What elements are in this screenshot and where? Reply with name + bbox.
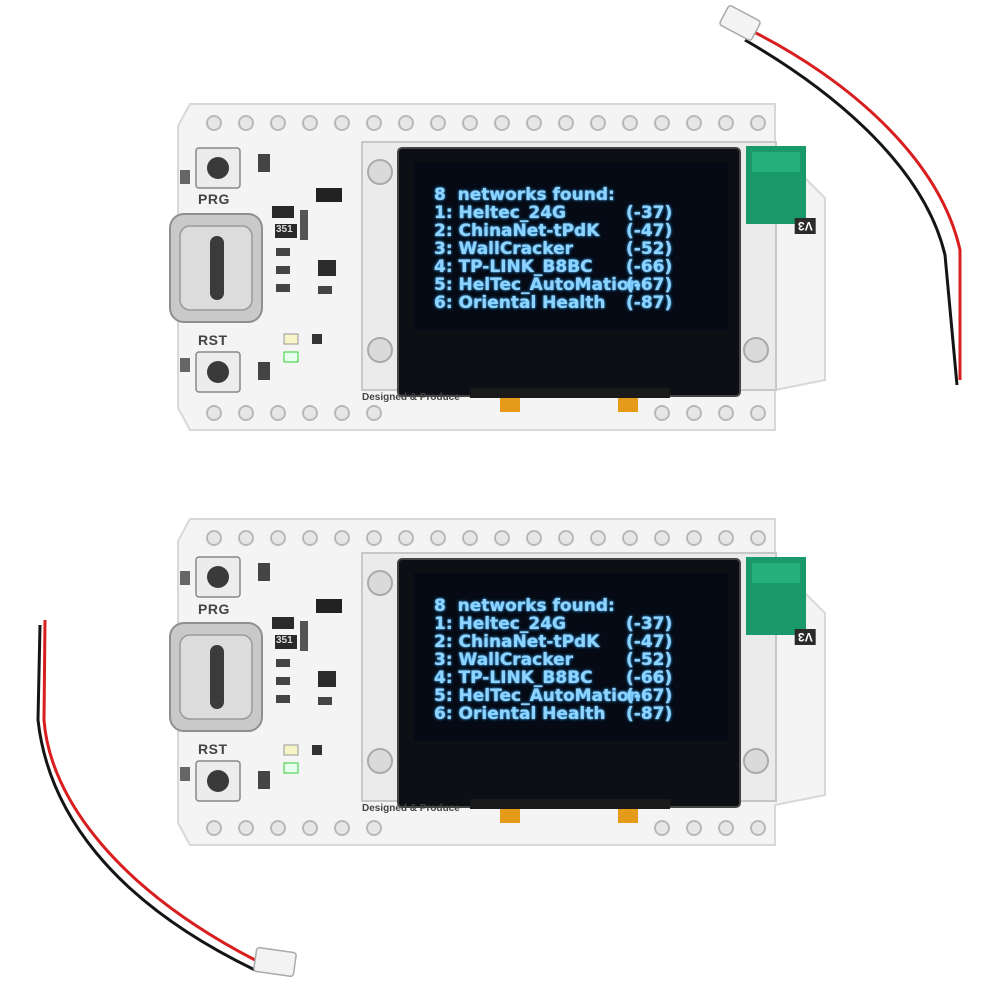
oled-row: 5: HelTec_AutoMation (-67)	[434, 276, 744, 294]
oled-row-value: (-47)	[626, 221, 673, 241]
oled-row-value: (-52)	[626, 650, 673, 670]
oled-row: 4: TP-LINK_B8BC (-66)	[434, 669, 744, 687]
chip-marking: 351	[276, 224, 293, 235]
oled-row-label: 3: WallCracker	[434, 650, 573, 670]
board-bottom: PRG RST 351 Designed & Produce V3 8 netw…	[0, 505, 1001, 985]
oled-row: 1: Heltec_24G (-37)	[434, 615, 744, 633]
oled-row-label: 4: TP-LINK_B8BC	[434, 257, 593, 277]
oled-row-label: 4: TP-LINK_B8BC	[434, 668, 593, 688]
oled-row-label: 5: HelTec_AutoMation	[434, 275, 641, 295]
rst-label: RST	[198, 332, 228, 348]
oled-row: 3: WallCracker (-52)	[434, 240, 744, 258]
oled-row-label: 6: Oriental Health	[434, 293, 606, 313]
oled-row-value: (-87)	[626, 293, 673, 313]
oled-row: 2: ChinaNet-tPdK (-47)	[434, 222, 744, 240]
oled-row-value: (-67)	[626, 686, 673, 706]
oled-row-value: (-66)	[626, 257, 673, 277]
board-top-art	[169, 103, 826, 431]
oled-row-label: 1: Heltec_24G	[434, 203, 566, 223]
board-top: PRG RST 351 Designed & Produce V3 8 netw…	[0, 90, 1001, 570]
oled-row-value: (-52)	[626, 239, 673, 259]
oled-row-label: 2: ChinaNet-tPdK	[434, 632, 600, 652]
oled-row-label: 2: ChinaNet-tPdK	[434, 221, 600, 241]
oled-row-value: (-37)	[626, 203, 673, 223]
board-bottom-art	[169, 518, 826, 846]
oled-row: 6: Oriental Health (-87)	[434, 705, 744, 723]
oled-row: 5: HelTec_AutoMation (-67)	[434, 687, 744, 705]
oled-row-value: (-47)	[626, 632, 673, 652]
oled-row-value: (-66)	[626, 668, 673, 688]
oled-row: 3: WallCracker (-52)	[434, 651, 744, 669]
oled-row-value: (-87)	[626, 704, 673, 724]
oled-title: 8 networks found:	[434, 596, 615, 616]
prg-label: PRG	[198, 601, 230, 617]
oled-row: 4: TP-LINK_B8BC (-66)	[434, 258, 744, 276]
chip-marking: 351	[276, 635, 293, 646]
oled-row: 6: Oriental Health (-87)	[434, 294, 744, 312]
oled-row-value: (-67)	[626, 275, 673, 295]
rst-label: RST	[198, 741, 228, 757]
oled-row-label: 5: HelTec_AutoMation	[434, 686, 641, 706]
oled-row-label: 3: WallCracker	[434, 239, 573, 259]
oled-row-label: 1: Heltec_24G	[434, 614, 566, 634]
oled-row: 2: ChinaNet-tPdK (-47)	[434, 633, 744, 651]
oled-row: 1: Heltec_24G (-37)	[434, 204, 744, 222]
oled-row-value: (-37)	[626, 614, 673, 634]
oled-title: 8 networks found:	[434, 185, 615, 205]
prg-label: PRG	[198, 191, 230, 207]
version-tag: V3	[795, 629, 816, 645]
designed-by-label: Designed & Produce	[362, 803, 460, 814]
oled-row-label: 6: Oriental Health	[434, 704, 606, 724]
designed-by-label: Designed & Produce	[362, 392, 460, 403]
